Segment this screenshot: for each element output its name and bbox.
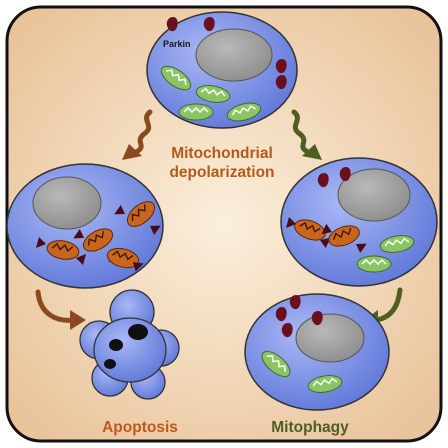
mitophagy-label: Mitophagy [271,419,349,436]
healthy-cell-top: Parkin [146,11,298,129]
arrow-to-left-cell [122,109,153,160]
apoptotic-cell [79,289,180,400]
nucleus [337,168,411,222]
parkin-label: Parkin [163,39,191,49]
depolarized-cell-right [280,157,438,287]
depolarized-cell-left [6,163,164,289]
mitophagy-cell [244,293,390,411]
fragmented-nucleus [109,339,123,351]
fragmented-nucleus [128,324,148,340]
healthy-mitochondrion [356,255,392,273]
healthy-mitochondrion [178,103,214,121]
center-label-line2: depolarization [169,164,274,181]
arrow-to-right-cell [291,109,322,160]
nucleus [32,176,102,230]
apoptosis-label: Apoptosis [102,419,178,436]
center-label-line1: Mitochondrial [171,145,273,162]
arrow-to-apoptosis [35,289,86,330]
nucleus [195,28,273,82]
nucleus [295,313,365,363]
fragmented-nucleus [104,359,116,369]
